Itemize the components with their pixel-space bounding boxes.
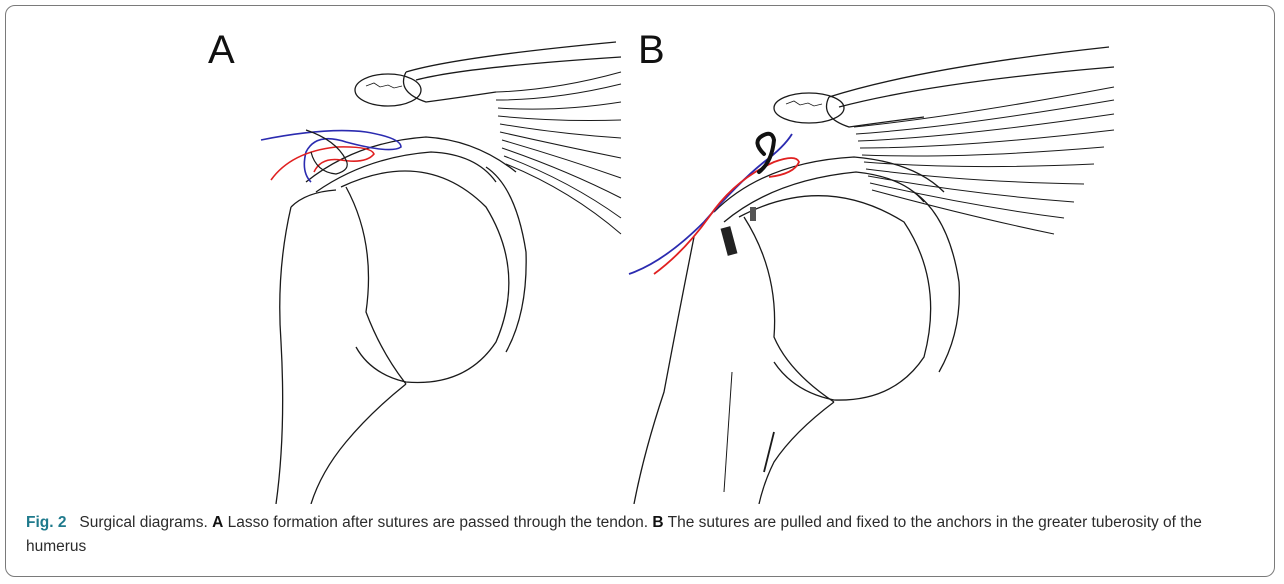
coracoid: [355, 74, 421, 106]
caption-label: Fig. 2: [26, 514, 66, 531]
glenoid: [914, 192, 959, 372]
figure-frame: A: [5, 5, 1275, 577]
muscle-fibers: [854, 87, 1114, 234]
panel-b-label: B: [638, 30, 665, 70]
humerus-shaft-right: [759, 402, 834, 504]
coracoid: [774, 93, 844, 123]
humerus-shaft-left: [276, 207, 291, 504]
muscle-fibers: [496, 72, 621, 234]
humeral-head: [739, 196, 931, 400]
caption-b-key: B: [652, 514, 663, 531]
panel-a-label: A: [208, 30, 235, 70]
caption-a-key: A: [212, 514, 223, 531]
panel-a: A: [196, 12, 624, 504]
acromion: [406, 42, 621, 80]
panel-a-diagram: [196, 12, 624, 504]
humeral-head: [341, 171, 509, 383]
panel-b-diagram: [624, 12, 1136, 504]
anchor-1: [721, 226, 738, 256]
figure-caption: Fig. 2 Surgical diagrams. A Lasso format…: [26, 511, 1266, 559]
caption-a-text: Lasso formation after sutures are passed…: [228, 514, 648, 531]
acromion: [829, 47, 1114, 107]
humerus-shaft-right: [311, 384, 406, 504]
anchor-2: [750, 207, 756, 221]
caption-title: Surgical diagrams.: [79, 514, 207, 531]
panel-b: B: [624, 12, 1136, 504]
red-suture: [654, 158, 799, 274]
sutures-b: [629, 134, 799, 274]
humerus-shaft-left: [634, 237, 694, 504]
